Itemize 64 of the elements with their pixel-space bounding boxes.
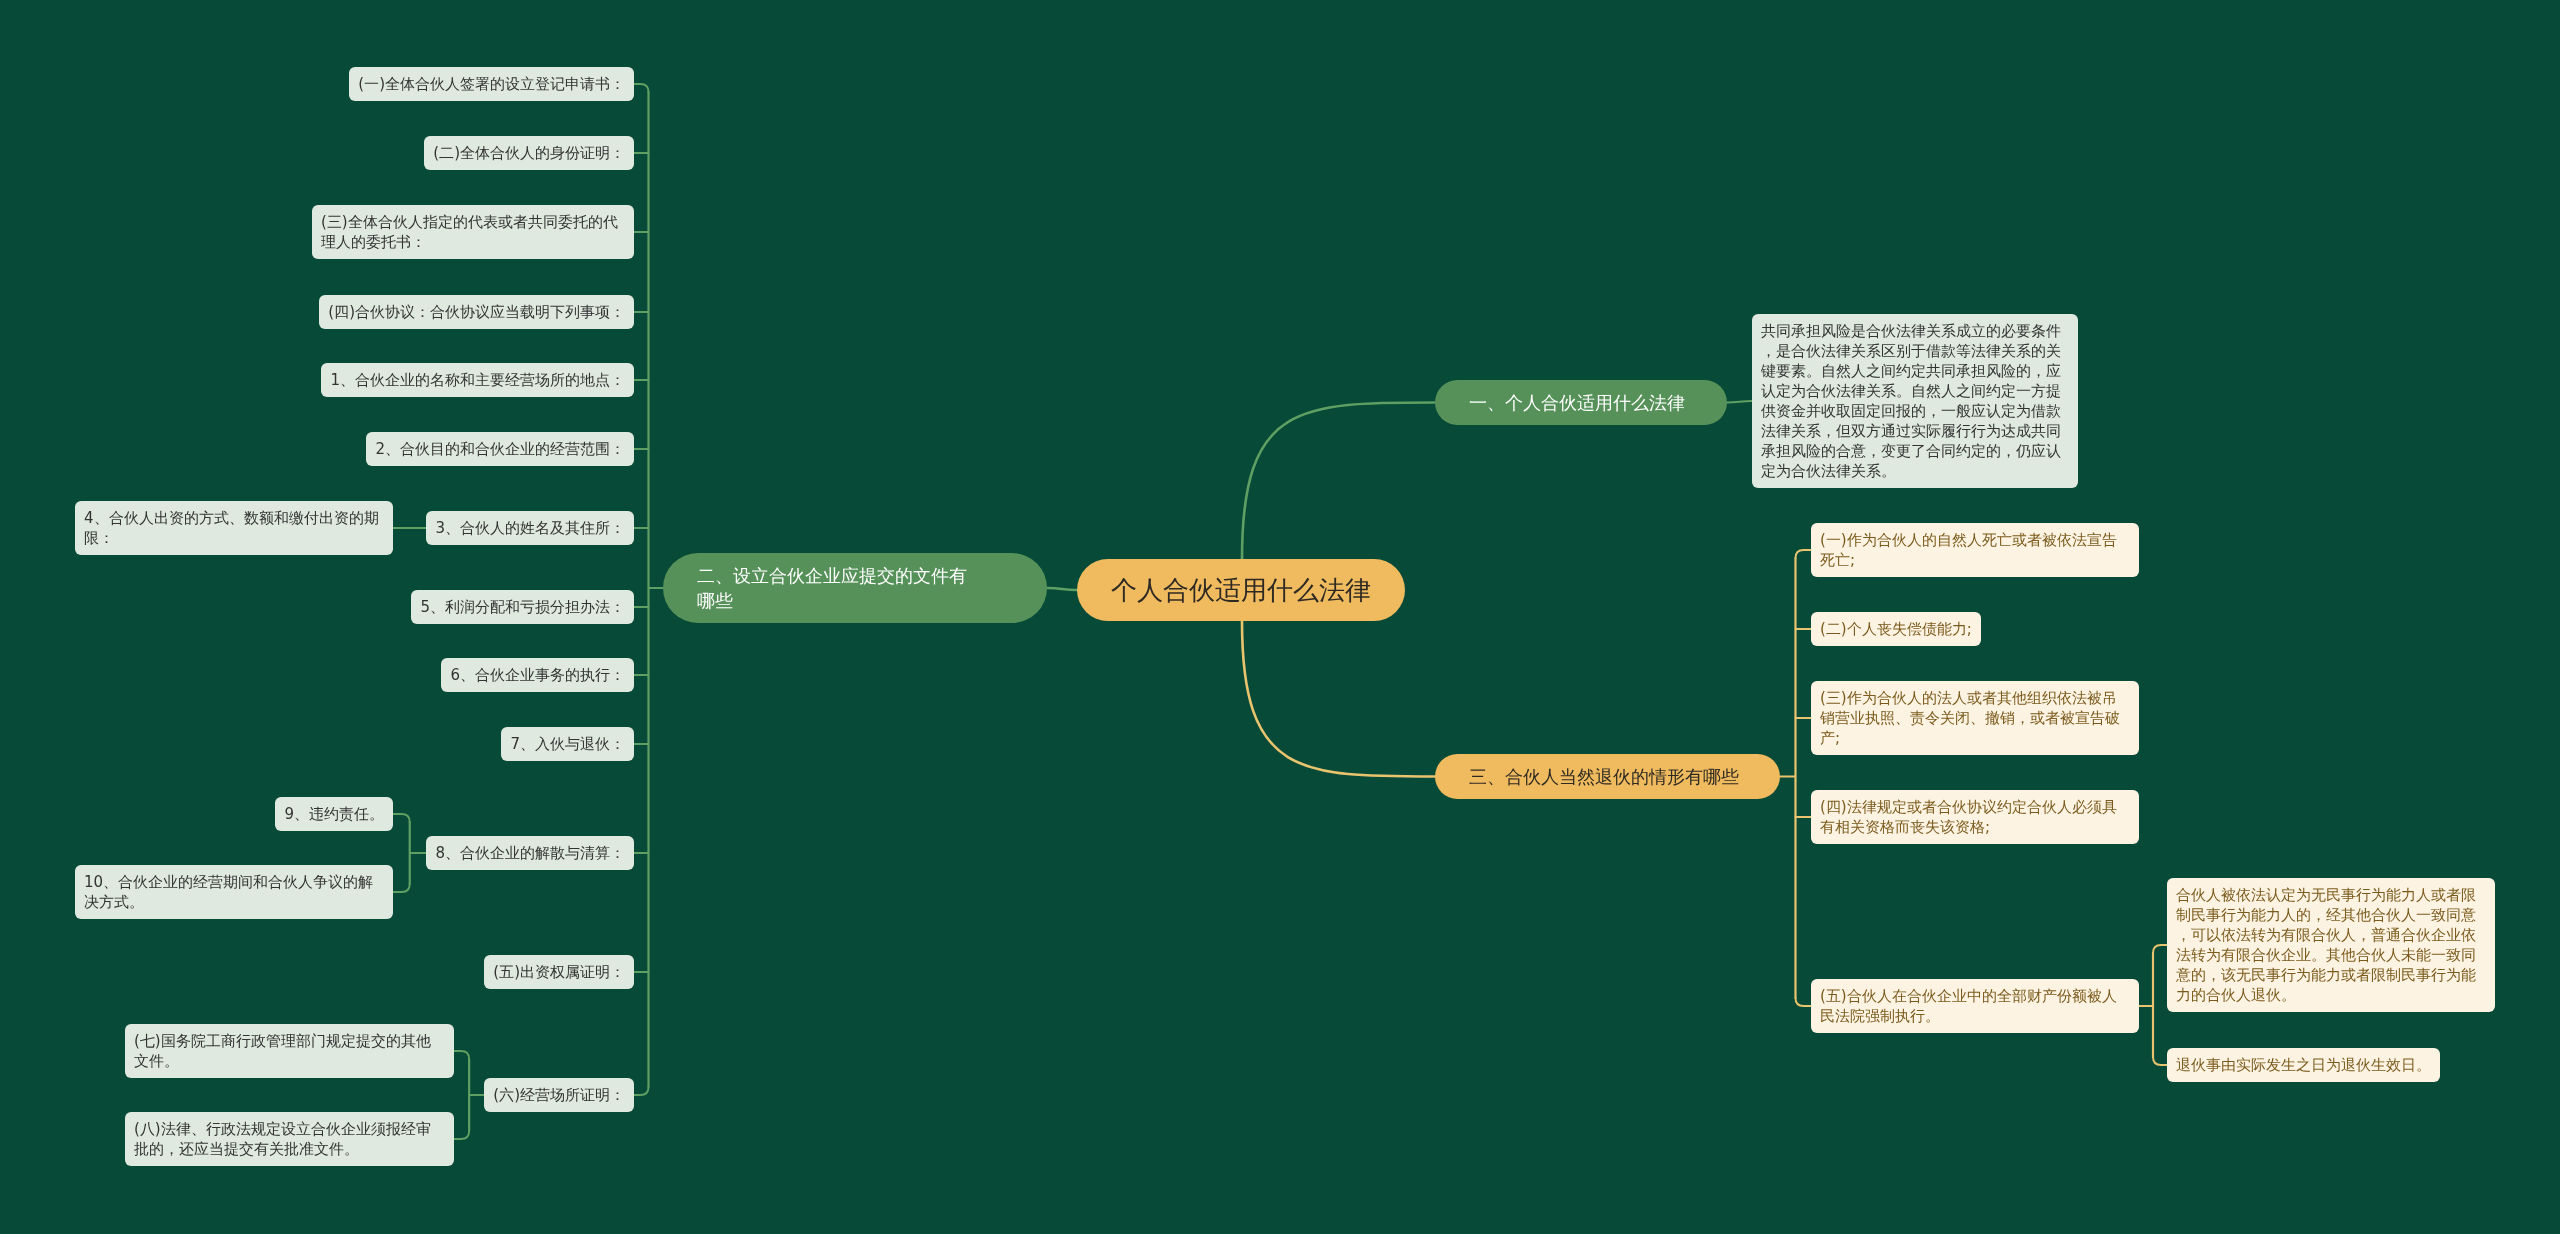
subtopic: 1、合伙企业的名称和主要经营场所的地点：: [321, 363, 634, 397]
subtopic: (二)全体合伙人的身份证明：: [424, 136, 634, 170]
connector-line: [633, 743, 650, 745]
connector-line: [633, 1086, 650, 1096]
central-topic: 个人合伙适用什么法律: [1077, 559, 1405, 621]
subtopic: (六)经营场所证明：: [484, 1078, 634, 1112]
connector-line: [1794, 816, 1812, 818]
connector-line: [633, 852, 650, 854]
subtopic: 3、合伙人的姓名及其住所：: [426, 511, 634, 545]
subtopic: 2、合伙目的和合伙企业的经营范围：: [366, 432, 634, 466]
main-topic: 一、个人合伙适用什么法律: [1435, 380, 1727, 425]
connector-line: [453, 1130, 471, 1140]
subtopic: 退伙事由实际发生之日为退伙生效日。: [2167, 1048, 2440, 1082]
connector-trunk: [647, 90, 665, 1089]
subtopic: 共同承担风险是合伙法律关系成立的必要条件，是合伙法律关系区别于借款等法律关系的关键要素。自然人之间约定共同承担风险的，应认定为合伙法律关系。自然人之间约定一方提供资金并收取固定回报的，一般应认定为借款法律关系，但双方通过实际履行行为达成共同承担风险的合意，变更了合同约定的，仍应认定为合伙法律关系。: [1752, 314, 2078, 488]
connector-trunk: [2137, 951, 2155, 1059]
main-topic: 二、设立合伙企业应提交的文件有哪些: [663, 553, 1047, 623]
connector-line: [453, 1050, 471, 1060]
subtopic: (四)法律规定或者合伙协议约定合伙人必须具有相关资格而丧失该资格;: [1811, 790, 2139, 844]
connector-trunk: [1778, 556, 1797, 1000]
subtopic: (一)作为合伙人的自然人死亡或者被依法宣告死亡;: [1811, 523, 2139, 577]
connector-line: [2152, 1056, 2168, 1066]
connector-trunk: [408, 820, 428, 886]
connector-line: [1240, 401, 1437, 561]
connector-line: [392, 813, 411, 823]
connector-trunk: [468, 1057, 486, 1133]
connector-line: [392, 527, 428, 529]
connector-line: [1045, 586, 1079, 592]
connector-line: [633, 231, 650, 233]
connector-line: [1726, 400, 1753, 404]
subtopic: (五)合伙人在合伙企业中的全部财产份额被人民法院强制执行。: [1811, 979, 2139, 1033]
subtopic: (三)全体合伙人指定的代表或者共同委托的代理人的委托书：: [312, 205, 634, 259]
subtopic: 9、违约责任。: [275, 797, 393, 831]
subtopic: (五)出资权属证明：: [484, 955, 634, 989]
subtopic: (八)法律、行政法规定设立合伙企业须报经审批的，还应当提交有关批准文件。: [125, 1112, 454, 1166]
subtopic: (三)作为合伙人的法人或者其他组织依法被吊销营业执照、责令关闭、撤销，或者被宣告破产;: [1811, 681, 2139, 755]
connector-line: [1794, 997, 1812, 1007]
connector-line: [1794, 549, 1812, 559]
subtopic: 8、合伙企业的解散与清算：: [426, 836, 634, 870]
subtopic: (四)合伙协议：合伙协议应当载明下列事项：: [319, 295, 634, 329]
subtopic: 10、合伙企业的经营期间和合伙人争议的解决方式。: [75, 865, 393, 919]
connector-line: [1794, 717, 1812, 719]
subtopic: (一)全体合伙人签署的设立登记申请书：: [349, 67, 634, 101]
connector-line: [633, 606, 650, 608]
subtopic: 5、利润分配和亏损分担办法：: [411, 590, 634, 624]
connector-line: [392, 883, 411, 893]
main-topic: 三、合伙人当然退伙的情形有哪些: [1435, 754, 1780, 799]
connector-line: [633, 527, 650, 529]
connector-line: [633, 448, 650, 450]
connector-line: [2152, 944, 2168, 954]
connector-line: [1794, 628, 1812, 630]
connector-line: [633, 311, 650, 313]
connector-line: [633, 83, 650, 93]
subtopic: (二)个人丧失偿债能力;: [1811, 612, 1981, 646]
subtopic: (七)国务院工商行政管理部门规定提交的其他文件。: [125, 1024, 454, 1078]
connector-line: [633, 971, 650, 973]
subtopic: 6、合伙企业事务的执行：: [441, 658, 634, 692]
connector-line: [633, 674, 650, 676]
subtopic: 7、入伙与退伙：: [501, 727, 634, 761]
connector-line: [633, 152, 650, 154]
connector-line: [1240, 619, 1437, 778]
connector-line: [633, 379, 650, 381]
subtopic: 合伙人被依法认定为无民事行为能力人或者限制民事行为能力人的，经其他合伙人一致同意，可以依法转为有限合伙人，普通合伙企业依法转为有限合伙企业。其他合伙人未能一致同意的，该无民事行为能力或者限制民事行为能力的合伙人退伙。: [2167, 878, 2495, 1012]
subtopic: 4、合伙人出资的方式、数额和缴付出资的期限：: [75, 501, 393, 555]
